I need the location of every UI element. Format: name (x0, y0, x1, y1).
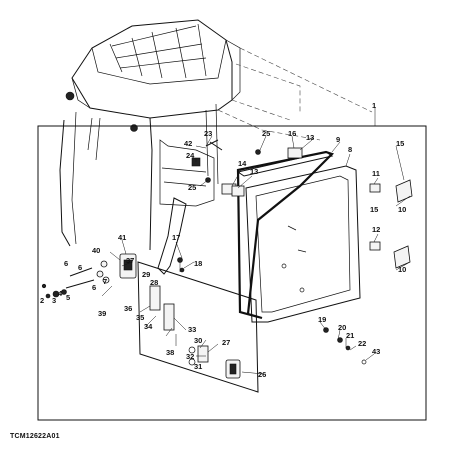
callout-36: 36 (124, 304, 132, 313)
callout-10a: 10 (398, 205, 406, 214)
callout-10b: 10 (398, 265, 406, 274)
callout-29: 29 (142, 270, 150, 279)
callout-6a: 6 (64, 259, 68, 268)
callout-41: 41 (118, 233, 126, 242)
callout-19: 19 (318, 315, 326, 324)
callout-16: 16 (288, 129, 296, 138)
door-glass-assembly (236, 150, 361, 323)
callout-2: 2 (40, 296, 44, 305)
callout-5: 5 (66, 293, 70, 302)
latch-plate-part (137, 261, 259, 393)
callout-27: 27 (222, 338, 230, 347)
callout-23: 23 (204, 129, 212, 138)
callout-30: 30 (194, 336, 202, 345)
callout-24: 24 (186, 151, 195, 160)
callout-17: 17 (172, 233, 180, 242)
callout-33: 33 (188, 325, 196, 334)
callout-7: 7 (103, 277, 107, 286)
handrail-part (157, 197, 187, 275)
callout-35: 35 (136, 313, 144, 322)
callout-32: 32 (186, 352, 194, 361)
callouts: 1 2 3 4 5 6 6 6 7 8 9 10 10 11 12 13 13 … (40, 101, 406, 379)
callout-40: 40 (92, 246, 100, 255)
callout-38: 38 (166, 348, 174, 357)
callout-28: 28 (150, 278, 158, 287)
callout-26: 26 (258, 370, 266, 379)
callout-1: 1 (372, 101, 376, 110)
callout-15a: 15 (396, 139, 404, 148)
callout-11: 11 (372, 169, 380, 178)
callout-42: 42 (184, 139, 192, 148)
callout-4: 4 (58, 289, 63, 298)
callout-43: 43 (372, 347, 380, 356)
callout-13a: 13 (306, 133, 314, 142)
callout-15b: 15 (370, 205, 378, 214)
cab-illustration (59, 19, 373, 251)
callout-13b: 13 (250, 167, 258, 176)
callout-37: 37 (126, 256, 134, 265)
callout-3: 3 (52, 296, 56, 305)
callout-34: 34 (144, 322, 153, 331)
callout-22: 22 (358, 339, 366, 348)
figure-code: TCM12622A01 (10, 433, 60, 440)
callout-39: 39 (98, 309, 106, 318)
callout-20: 20 (338, 323, 346, 332)
callout-9: 9 (336, 135, 340, 144)
callout-14: 14 (238, 159, 247, 168)
callout-18: 18 (194, 259, 202, 268)
callout-12: 12 (372, 225, 380, 234)
callout-6b: 6 (78, 263, 82, 272)
callout-8: 8 (348, 145, 352, 154)
callout-25b: 25 (188, 183, 196, 192)
callout-6c: 6 (92, 283, 96, 292)
callout-25a: 25 (262, 129, 270, 138)
assembly-frame (37, 125, 427, 421)
leader-lines (101, 108, 411, 375)
callout-31: 31 (194, 362, 202, 371)
lamp-icon (65, 91, 75, 101)
callout-21: 21 (346, 331, 354, 340)
